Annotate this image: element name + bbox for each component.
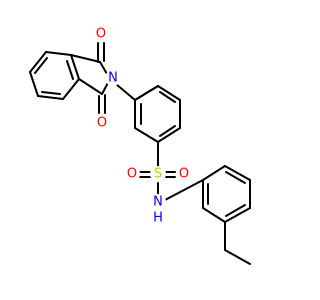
svg-text:O: O [179,167,189,182]
svg-text:N: N [153,195,163,210]
atom-label-n-amine: N [150,194,166,210]
molecule-drawing: O N O S O O N H [29,26,251,265]
svg-text:O: O [127,167,137,182]
ethyl-group [224,221,251,265]
svg-text:H: H [153,211,163,226]
svg-text:N: N [108,71,118,86]
svg-text:S: S [154,167,162,182]
sulfonamide-group [139,141,204,201]
atom-label-o-bottom: O [94,115,110,131]
structure-canvas: O N O S O O N H [29,26,251,265]
imide-ring [70,42,111,114]
atom-label-o-top: O [93,26,109,42]
svg-text:O: O [96,27,106,42]
atom-label-o-sulfonyl-left: O [124,166,140,182]
ethylphenyl-ring [202,165,251,223]
atom-label-n-imide: N [105,70,121,86]
phthalimide-benzene-ring [29,51,80,100]
atom-label-o-sulfonyl-right: O [176,166,192,182]
para-benzene-ring [134,85,181,143]
atom-label-sulfur: S [150,166,166,182]
atom-label-h-amine: H [153,211,163,226]
svg-text:O: O [97,116,107,131]
